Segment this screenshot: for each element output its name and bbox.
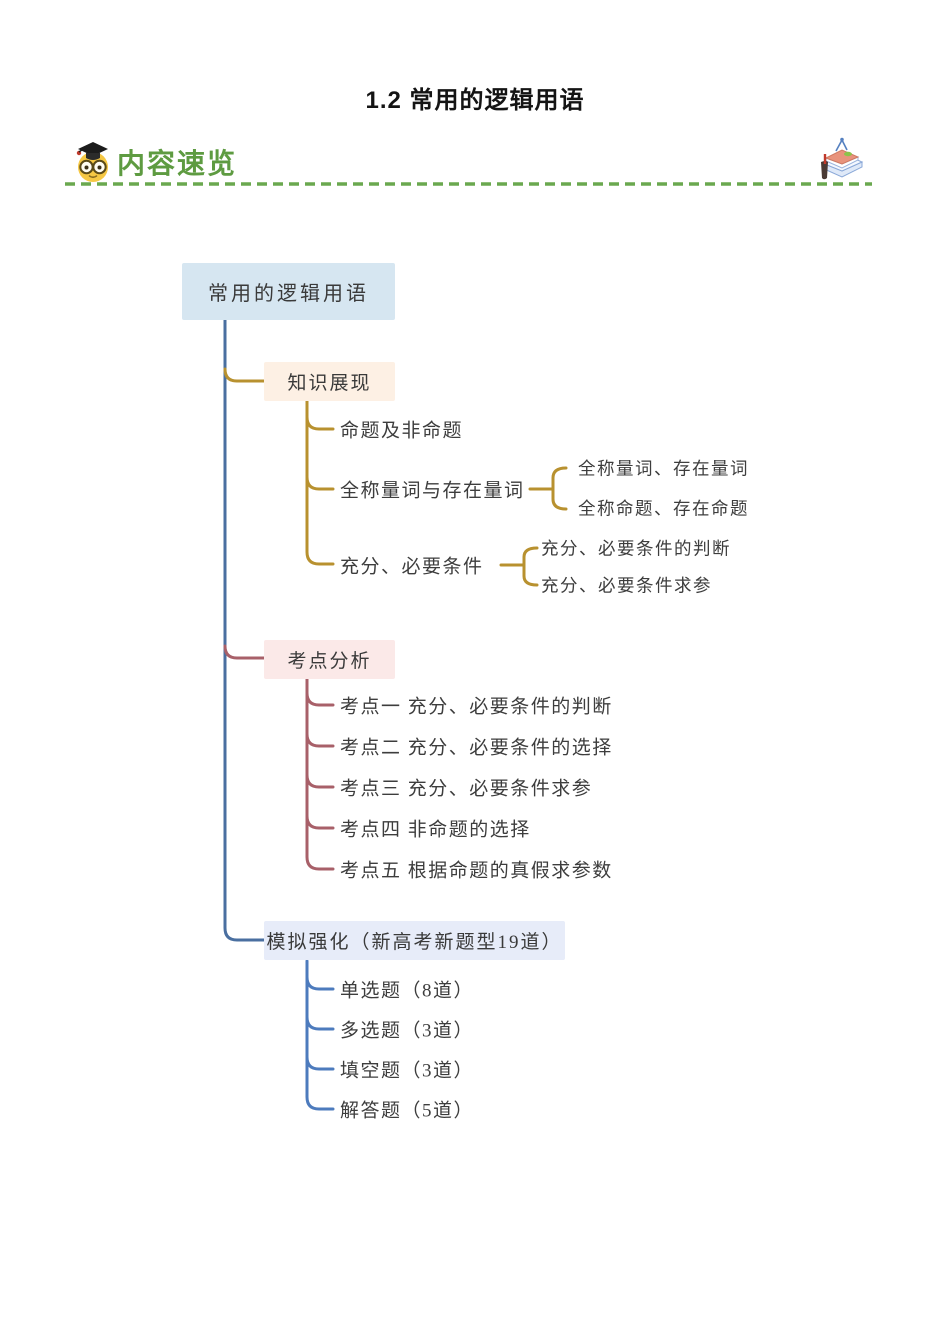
leaf-node: 解答题（5道）: [340, 1100, 475, 1122]
leaf-node: 全称量词与存在量词: [340, 480, 525, 502]
leaf-node: 考点五 根据命题的真假求参数: [340, 860, 613, 882]
branch1-lines: [223, 367, 568, 587]
leaf-node: 填空题（3道）: [340, 1060, 475, 1082]
owl-graduate-icon: [73, 140, 113, 184]
content-overview-header: 内容速览: [65, 136, 872, 188]
branch3-lines: [305, 959, 335, 1111]
branch-node-knowledge: 知识展现: [264, 362, 395, 401]
branch2-lines: [223, 644, 335, 871]
leaf-node: 全称命题、存在命题: [578, 498, 749, 519]
leaf-node: 考点一 充分、必要条件的判断: [340, 696, 613, 718]
leaf-node: 单选题（8道）: [340, 980, 475, 1002]
section-title: 内容速览: [117, 148, 238, 179]
leaf-node: 考点四 非命题的选择: [340, 819, 531, 841]
leaf-node: 充分、必要条件: [340, 556, 484, 578]
dashed-divider: [65, 182, 872, 186]
leaf-node: 考点三 充分、必要条件求参: [340, 778, 593, 800]
leaf-node: 多选题（3道）: [340, 1020, 475, 1042]
leaf-node: 命题及非命题: [340, 420, 464, 442]
page-title: 1.2 常用的逻辑用语: [365, 87, 585, 114]
branch-node-exam-points: 考点分析: [264, 640, 395, 679]
leaf-node: 充分、必要条件的判断: [541, 538, 731, 559]
books-stationery-icon: [812, 134, 868, 182]
trunk-line: [223, 318, 266, 942]
leaf-node: 充分、必要条件求参: [541, 575, 712, 596]
branch-node-practice: 模拟强化（新高考新题型19道）: [264, 921, 565, 960]
root-node: 常用的逻辑用语: [182, 263, 395, 320]
leaf-node: 全称量词、存在量词: [578, 458, 749, 479]
leaf-node: 考点二 充分、必要条件的选择: [340, 737, 613, 759]
